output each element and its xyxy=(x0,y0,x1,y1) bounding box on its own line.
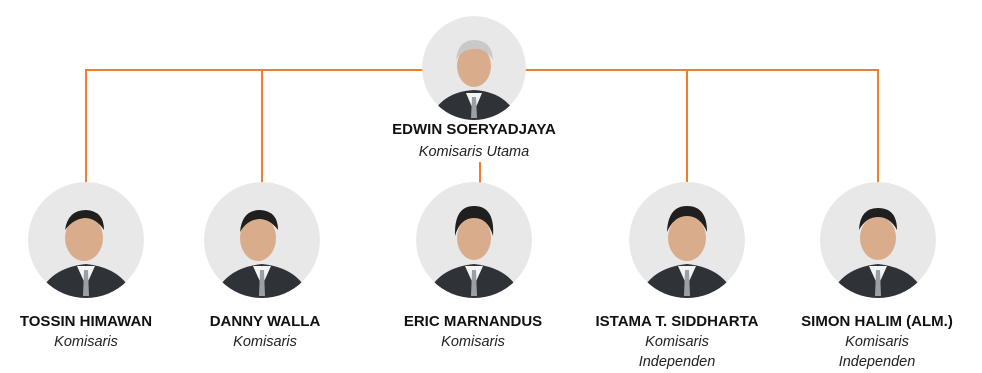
member-role-3: Komisaris xyxy=(441,334,505,350)
member-name-5: SIMON HALIM (ALM.) xyxy=(801,313,953,330)
member-portrait-1 xyxy=(28,182,144,298)
member-role-5: Komisaris xyxy=(845,334,909,350)
member-name-3: ERIC MARNANDUS xyxy=(403,313,543,330)
member-name-2: DANNY WALLA xyxy=(209,313,321,330)
member-role-5-line2: Independen xyxy=(838,354,916,370)
member-portrait-4 xyxy=(629,182,745,298)
chair-name: EDWIN SOERYADJAYA xyxy=(392,121,556,138)
member-portrait-5 xyxy=(820,182,936,298)
member-role-4: Komisaris xyxy=(645,334,709,350)
member-role-1: Komisaris xyxy=(54,334,118,350)
member-role-2: Komisaris xyxy=(233,334,297,350)
member-portrait-2 xyxy=(204,182,320,298)
member-role-4-line2: Independen xyxy=(638,354,716,370)
chair-portrait xyxy=(422,16,526,120)
member-portrait-3 xyxy=(416,182,532,298)
chair-role: Komisaris Utama xyxy=(418,144,530,160)
member-name-4: ISTAMA T. SIDDHARTA xyxy=(595,313,759,330)
member-name-1: TOSSIN HIMAWAN xyxy=(19,313,153,330)
